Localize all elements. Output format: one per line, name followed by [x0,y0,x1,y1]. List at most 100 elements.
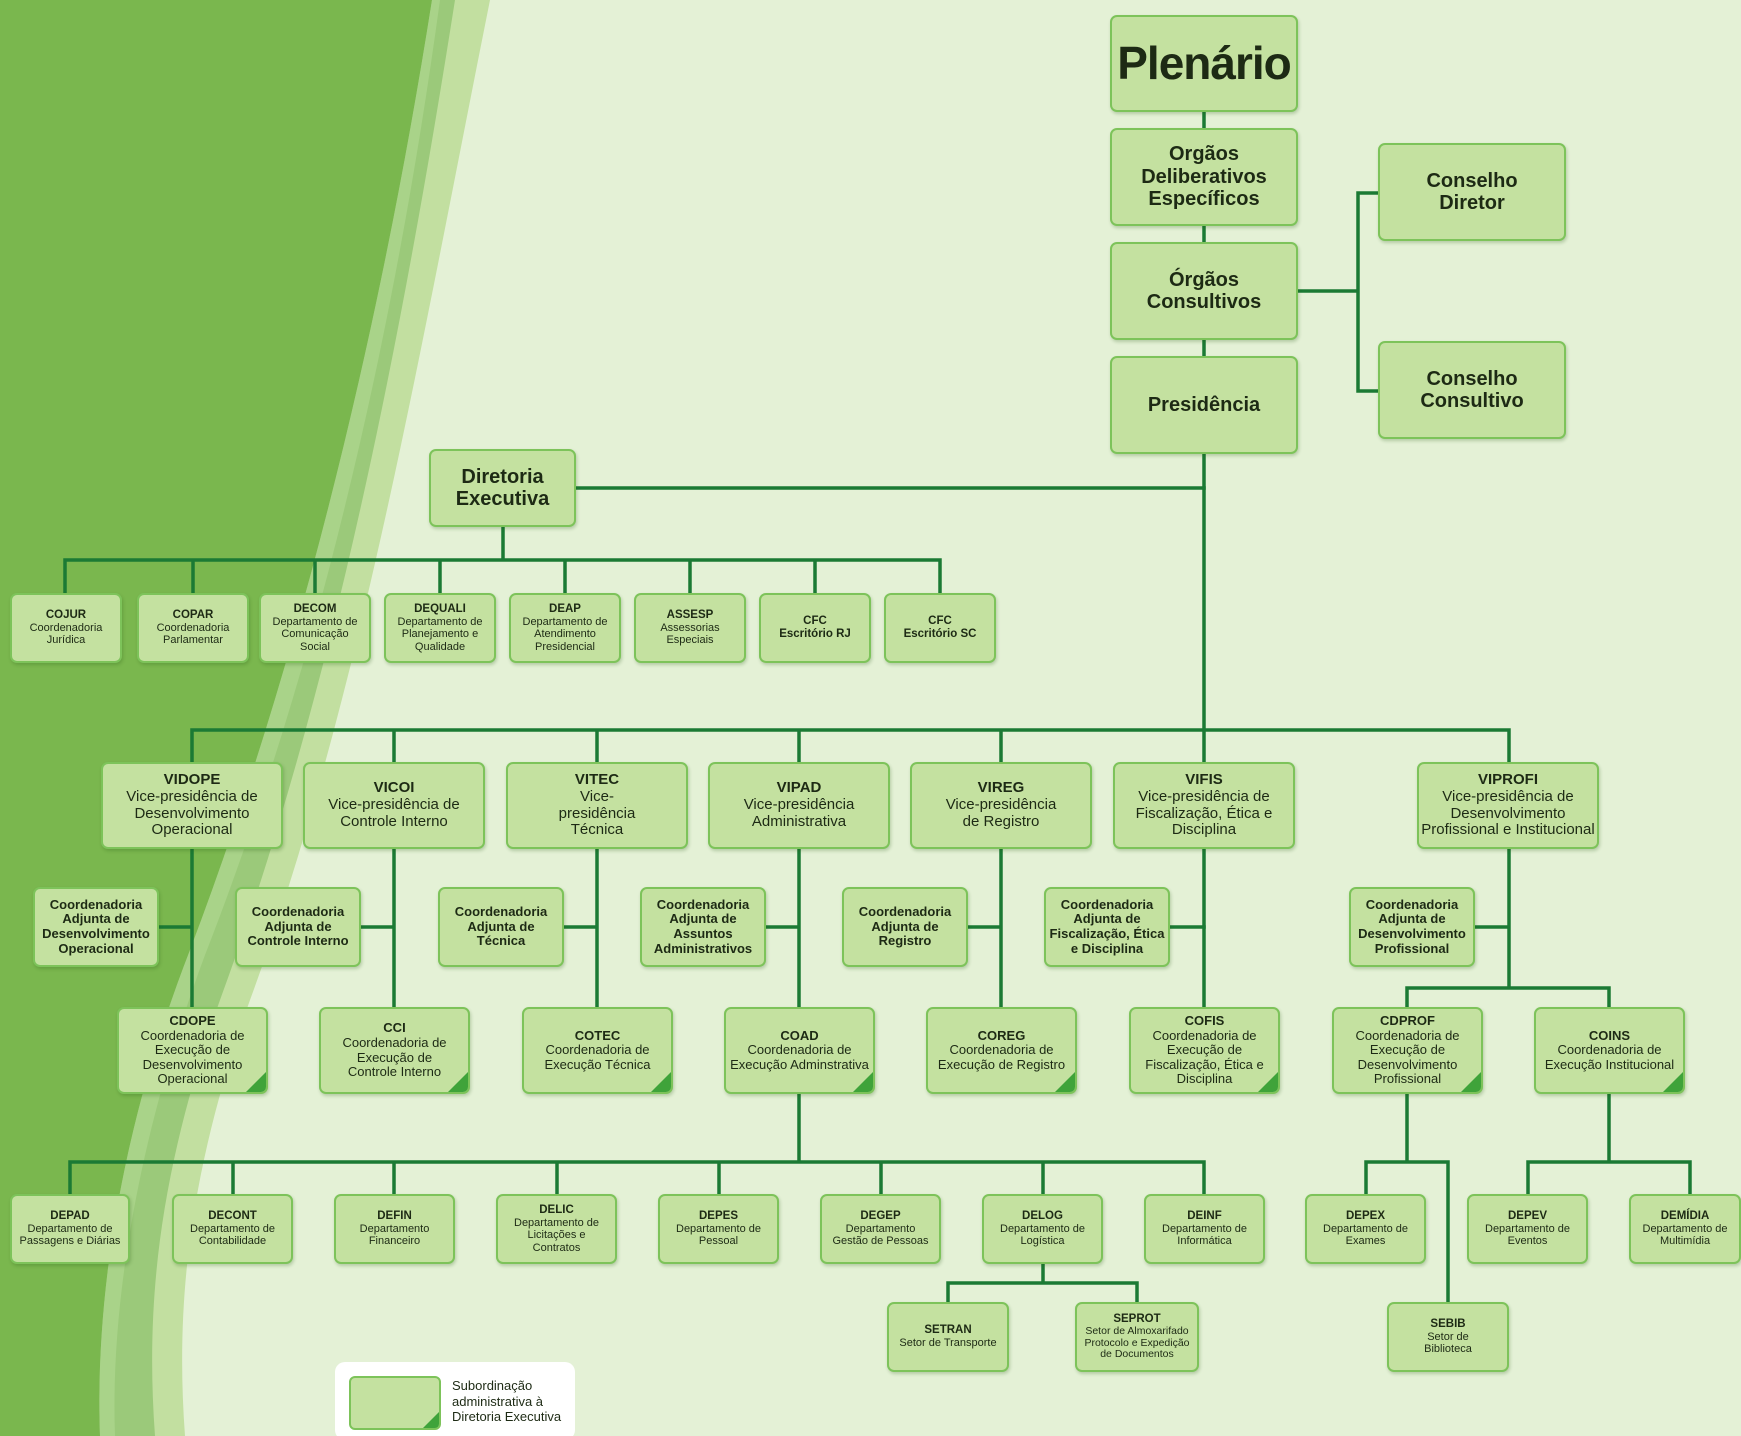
node-title: COTEC [574,1027,621,1043]
node-subtitle: Vice-presidência de Desenvolvimento Prof… [1421,787,1595,839]
node-subtitle: Escritório SC [903,628,977,640]
node-title: COFIS [1184,1013,1225,1029]
node-subtitle: Coordenadoria de Execução de Controle In… [342,1034,447,1080]
node-title: Coordenadoria Adjunta de Fiscalização, É… [1049,896,1165,956]
node-subtitle: Departamento de Eventos [1485,1223,1570,1248]
node-title: COJUR [45,609,87,622]
node-title: COINS [1588,1027,1631,1043]
node-adjunta-tec: Coordenadoria Adjunta de Técnica [438,887,564,967]
node-presidencia: Presidência [1110,356,1298,454]
node-subtitle: Vice-presidência Técnica [558,787,636,839]
node-title: Coordenadoria Adjunta de Desenvolvimento… [42,896,150,956]
node-title: COPAR [172,609,214,622]
node-orgaos-consultivos: Órgãos Consultivos [1110,242,1298,340]
node-subtitle: Coordenadoria de Execução de Fiscalizaçã… [1145,1027,1264,1087]
node-title: Conselho Consultivo [1420,367,1524,412]
node-diretoria-executiva: Diretoria Executiva [429,449,576,527]
node-subtitle: Coordenadoria Jurídica [29,622,103,647]
node-title: VIFIS [1185,770,1223,788]
node-title: DEPEV [1508,1210,1547,1223]
node-adjunta-fis: Coordenadoria Adjunta de Fiscalização, É… [1044,887,1170,967]
node-adjunta-reg: Coordenadoria Adjunta de Registro [842,887,968,967]
node-subtitle: Coordenadoria de Execução Técnica [544,1042,651,1072]
node-adjunta-dope: Coordenadoria Adjunta de Desenvolvimento… [33,887,159,967]
node-subtitle: Departamento de Planejamento e Qualidade [397,615,483,653]
node-subtitle: Departamento de Pessoal [676,1223,761,1248]
node-subtitle: Departamento de Passagens e Diárias [19,1223,121,1248]
node-subtitle: Coordenadoria Parlamentar [156,622,230,647]
node-subtitle: Departamento de Contabilidade [190,1223,275,1248]
node-subtitle: Departamento Financeiro [359,1223,430,1248]
node-subtitle: Vice-presidência de Controle Interno [328,796,460,830]
node-title: DELOG [1022,1210,1063,1223]
node-subtitle: Escritório RJ [779,628,851,640]
node-title: VICOI [373,779,415,797]
node-subtitle: Vice-presidência de Fiscalização, Ética … [1135,787,1273,839]
node-subtitle: Coordenadoria de Execução Institucional [1544,1042,1675,1072]
node-subtitle: Coordenadoria de Execução Adminstrativa [730,1042,869,1072]
node-title: VITEC [574,770,620,788]
node-title: SEBIB [1430,1318,1466,1331]
node-title: DEPAD [50,1210,90,1223]
node-title: DEFIN [377,1210,412,1223]
node-title: CDPROF [1380,1013,1435,1029]
legend-swatch [349,1376,441,1430]
node-subtitle: Departamento de Exames [1323,1223,1408,1248]
node-subtitle: Departamento de Multimídia [1642,1223,1728,1248]
node-subtitle: Setor de Biblioteca [1424,1331,1472,1356]
node-title: CCI [383,1020,406,1036]
node-title: Coordenadoria Adjunta de Registro [858,904,952,949]
node-subtitle: Vice-presidência de Registro [945,796,1057,830]
node-title: SEPROT [1113,1312,1161,1325]
node-title: DEINF [1187,1210,1222,1223]
node-title: CFC [928,615,952,628]
node-conselho-diretor: Conselho Diretor [1378,143,1566,241]
node-title: CDOPE [169,1013,216,1029]
node-title: CFC [803,615,827,628]
node-title: COAD [780,1027,819,1043]
node-adjunta-prof: Coordenadoria Adjunta de Desenvolvimento… [1349,887,1475,967]
node-subtitle: Coordenadoria de Execução de Desenvolvim… [140,1027,245,1087]
node-title: ASSESP [666,609,714,622]
legend-text: Subordinação administrativa à Diretoria … [452,1378,562,1425]
node-subtitle: Vice-presidência Administrativa [743,796,855,830]
node-title: DEPEX [1346,1210,1385,1223]
node-title: DEPES [699,1210,738,1223]
node-subtitle: Assessorias Especiais [660,622,720,647]
node-title: SETRAN [924,1324,972,1337]
node-title: DECOM [293,603,337,616]
node-subtitle: Coordenadoria de Execução de Registro [937,1042,1066,1072]
node-subtitle: Coordenadoria de Execução de Desenvolvim… [1355,1027,1460,1087]
node-title: VIPROFI [1477,770,1538,788]
node-orgaos-deliberativos: Orgãos Deliberativos Específicos [1110,128,1298,226]
node-title: DEGEP [860,1210,901,1223]
node-plenario: Plenário [1110,15,1298,112]
node-subtitle: Departamento Gestão de Pessoas [832,1223,929,1248]
